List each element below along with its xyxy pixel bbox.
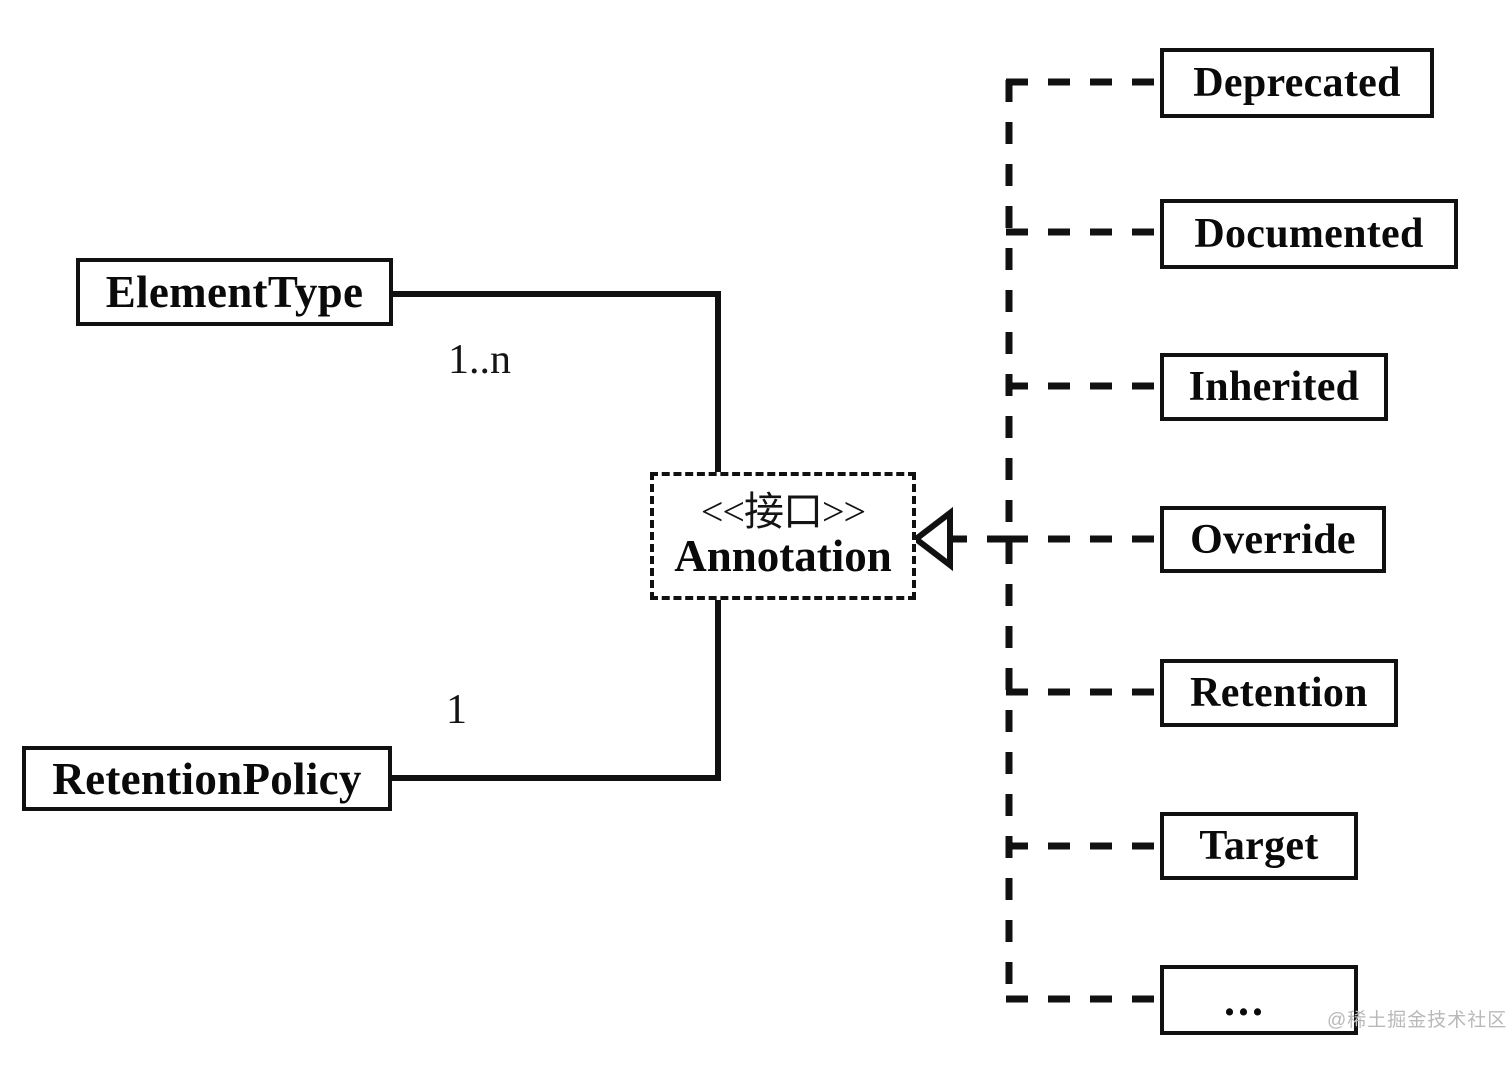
- class-node-ellipsis[interactable]: ...: [1160, 965, 1358, 1035]
- class-node-retention-label: Retention: [1190, 670, 1368, 716]
- class-node-target[interactable]: Target: [1160, 812, 1358, 880]
- class-node-target-label: Target: [1199, 823, 1319, 869]
- class-node-retention[interactable]: Retention: [1160, 659, 1398, 727]
- class-node-override-label: Override: [1190, 516, 1356, 563]
- realization-hollow-triangle-arrowhead: [911, 506, 953, 572]
- class-node-override[interactable]: Override: [1160, 506, 1386, 573]
- class-node-inherited-label: Inherited: [1188, 364, 1360, 410]
- class-node-retention-policy-label: RetentionPolicy: [52, 753, 362, 804]
- class-node-ellipsis-label: ...: [1224, 975, 1266, 1025]
- class-node-documented[interactable]: Documented: [1160, 199, 1458, 269]
- multiplicity-label-element-type: 1..n: [448, 337, 511, 383]
- class-node-retention-policy[interactable]: RetentionPolicy: [22, 746, 392, 811]
- class-node-inherited[interactable]: Inherited: [1160, 353, 1388, 421]
- interface-name-label: Annotation: [674, 531, 892, 582]
- multiplicity-label-retention-policy: 1: [446, 687, 467, 733]
- class-node-documented-label: Documented: [1194, 211, 1424, 257]
- watermark-label: @稀土掘金技术社区: [1327, 1010, 1508, 1031]
- class-node-deprecated-label: Deprecated: [1193, 60, 1401, 106]
- association-retentionpolicy-annotation: [389, 595, 721, 781]
- interface-stereotype-label: <<接口>>: [700, 488, 866, 534]
- class-node-element-type[interactable]: ElementType: [76, 258, 393, 326]
- association-elementtype-annotation: [390, 291, 721, 477]
- class-node-element-type-label: ElementType: [105, 267, 364, 317]
- interface-node-annotation[interactable]: <<接口>> Annotation: [650, 472, 916, 600]
- class-node-deprecated[interactable]: Deprecated: [1160, 48, 1434, 118]
